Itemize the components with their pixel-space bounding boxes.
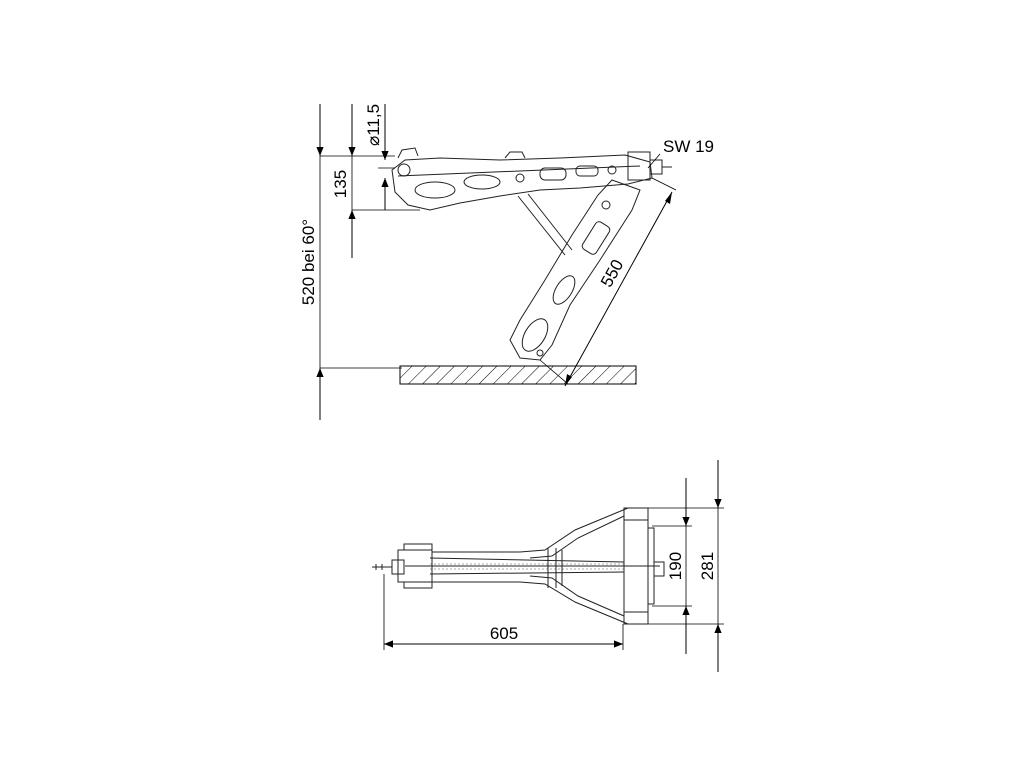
top-view: 605 190 281 [372,460,724,672]
dimension-length-label: 605 [490,624,518,643]
dimension-arm-length-label: 550 [597,256,627,290]
dimension-inner-width: 190 [652,478,692,654]
dimension-height-label: 520 bei 60° [299,219,318,305]
top-view-part [372,507,665,625]
dimension-inner-width-label: 190 [666,552,685,580]
side-view: 520 bei 60° 135 ⌀11,5 550 [299,104,714,420]
wrench-size-label: SW 19 [663,137,714,156]
dimension-bore-label: ⌀11,5 [364,104,383,146]
dimension-length: 605 [383,574,624,650]
ground-hatch [399,365,637,385]
dimension-height: 520 bei 60° [299,104,402,420]
dimension-bore: ⌀11,5 [364,104,395,210]
wrench-size-callout: SW 19 [647,137,714,169]
dimension-offset: 135 [331,104,420,258]
dimension-offset-label: 135 [331,170,350,198]
support-arm [509,179,641,361]
horizontal-arm [391,147,672,256]
dimension-outer-width: 281 [648,460,724,672]
dimension-outer-width-label: 281 [698,552,717,580]
